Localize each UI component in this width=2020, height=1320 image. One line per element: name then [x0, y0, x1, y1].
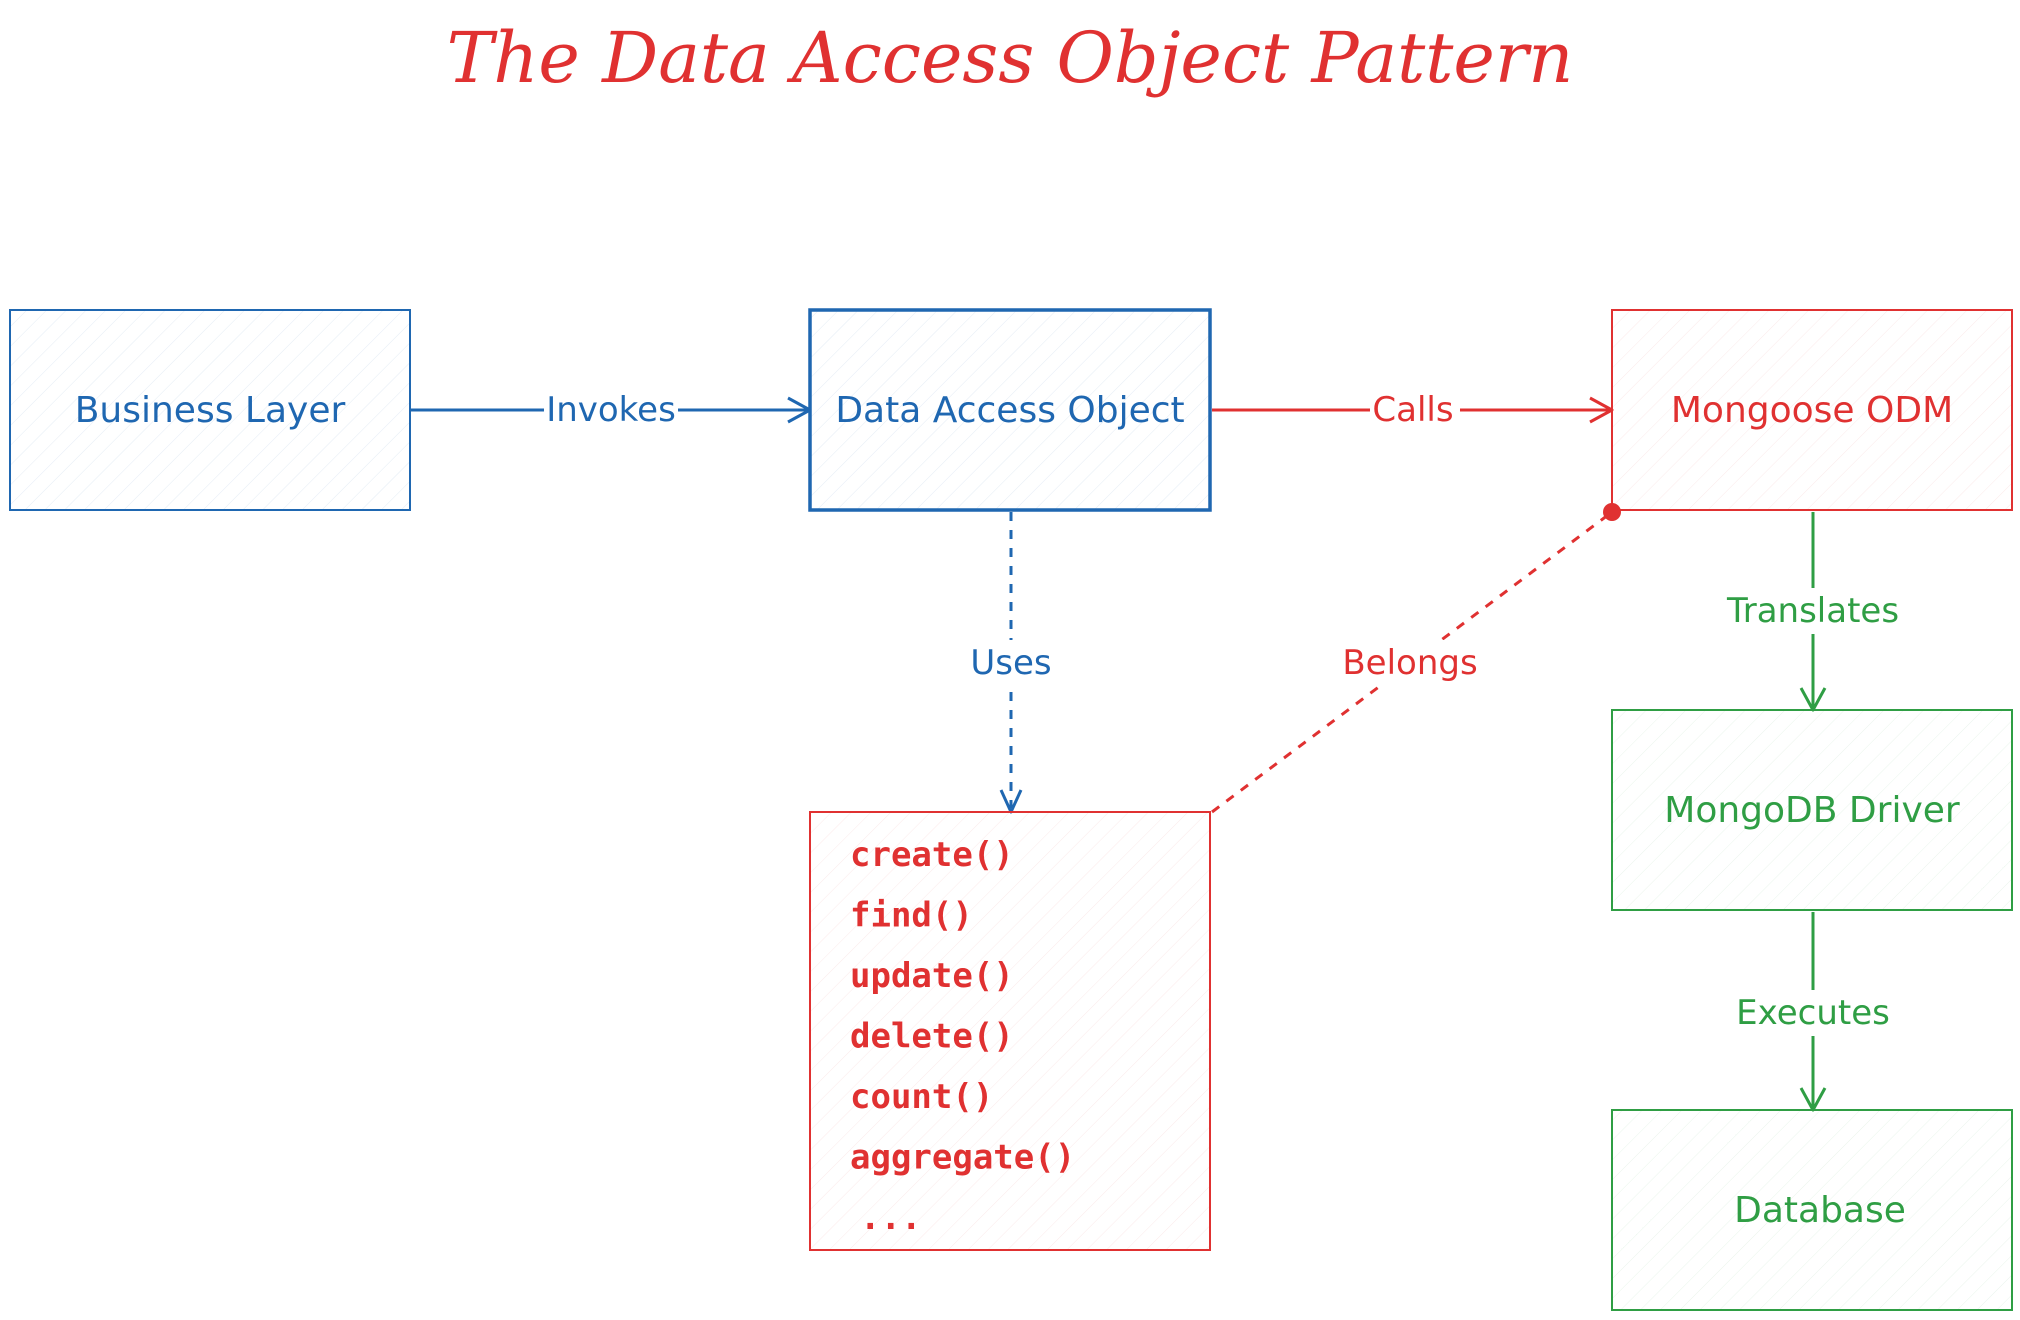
node-label-data-access-object: Data Access Object: [835, 390, 1184, 431]
method-item: aggregate(): [850, 1138, 1075, 1178]
edge-label-executes: Executes: [1736, 993, 1890, 1033]
edge-label-translates: Translates: [1726, 591, 1899, 631]
node-database: Database: [1611, 1109, 2013, 1311]
diagram-title: The Data Access Object Pattern: [447, 17, 1574, 99]
edge-calls: Calls: [1212, 388, 1614, 432]
node-label-mongodb-driver: MongoDB Driver: [1664, 790, 1960, 831]
method-item: delete(): [850, 1017, 1014, 1057]
edge-belongs: Belongs: [1211, 503, 1621, 814]
node-label-mongoose-odm: Mongoose ODM: [1671, 390, 1953, 431]
node-label-database: Database: [1734, 1190, 1906, 1231]
edge-executes: Executes: [1728, 912, 1898, 1112]
method-item: create(): [850, 835, 1014, 875]
node-label-business-layer: Business Layer: [75, 390, 346, 431]
edge-label-invokes: Invokes: [546, 390, 676, 430]
edge-label-uses: Uses: [970, 643, 1051, 683]
edge-uses: Uses: [962, 512, 1060, 814]
node-mongoose-odm: Mongoose ODM: [1611, 309, 2013, 511]
edge-label-belongs: Belongs: [1342, 643, 1477, 683]
edge-translates: Translates: [1722, 512, 1904, 712]
method-item: count(): [850, 1077, 993, 1117]
node-data-access-object: Data Access Object: [808, 308, 1212, 512]
edge-invokes: Invokes: [410, 388, 812, 432]
node-business-layer: Business Layer: [9, 309, 411, 511]
edge-label-calls: Calls: [1372, 390, 1453, 430]
methods-list: create() find() update() delete() count() agg…: [850, 835, 1075, 1238]
node-mongodb-driver: MongoDB Driver: [1611, 709, 2013, 911]
method-item: ...: [860, 1198, 921, 1238]
node-methods-list: create() find() update() delete() count() agg…: [809, 811, 1211, 1251]
method-item: update(): [850, 956, 1014, 996]
method-item: find(): [850, 896, 973, 936]
